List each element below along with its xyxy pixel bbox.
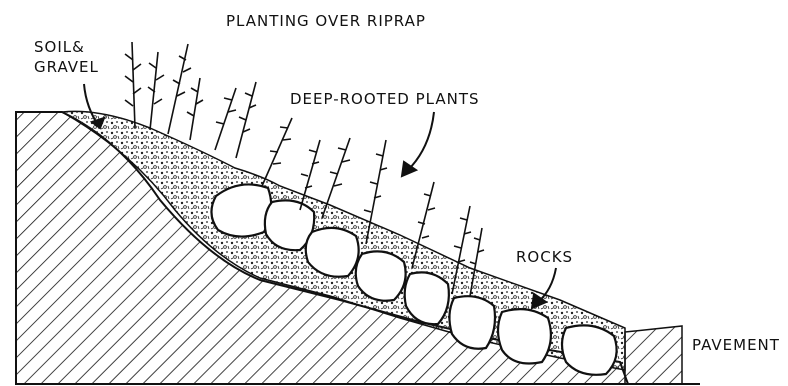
- soil-label-line2: GRAVEL: [34, 58, 99, 76]
- rock: [562, 325, 617, 374]
- plant: [236, 82, 256, 158]
- pavement-label: PAVEMENT: [692, 336, 780, 354]
- rock: [498, 309, 551, 363]
- plant: [125, 42, 141, 128]
- rocks-label: ROCKS: [516, 248, 573, 266]
- rock: [449, 296, 495, 349]
- plant: [168, 44, 191, 134]
- plants-label: DEEP-ROOTED PLANTS: [290, 90, 480, 108]
- soil-label-line1: SOIL&: [34, 38, 85, 56]
- plant: [187, 78, 203, 140]
- plant: [262, 118, 292, 186]
- rock: [211, 184, 271, 236]
- plant: [215, 88, 236, 150]
- plants-arrow: [402, 112, 434, 176]
- plant: [148, 52, 164, 130]
- rock: [356, 251, 406, 300]
- diagram-title: PLANTING OVER RIPRAP: [226, 12, 426, 30]
- pavement-block: [625, 326, 682, 384]
- plant: [322, 138, 350, 218]
- rock: [306, 228, 359, 277]
